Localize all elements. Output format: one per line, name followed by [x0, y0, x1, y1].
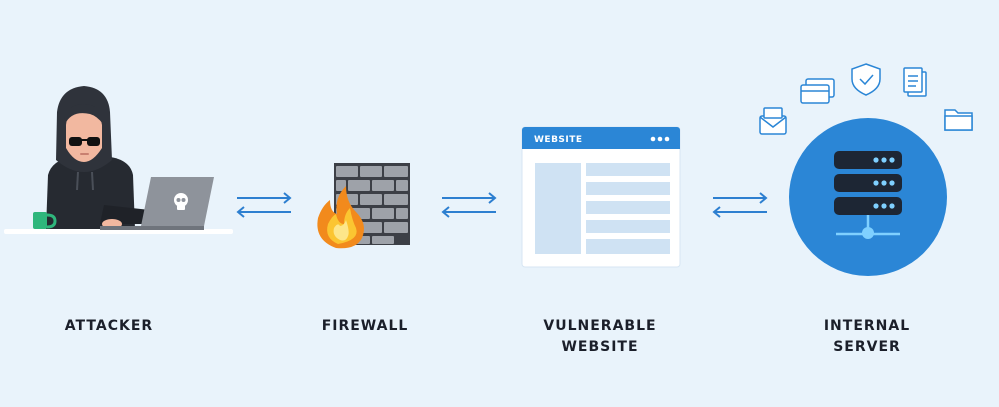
firewall-label: FIREWALL: [322, 316, 409, 337]
desk-surface: [4, 229, 233, 234]
folder-icon: [944, 109, 973, 131]
coffee-mug-icon: [33, 212, 57, 229]
hooded-hacker-icon: [46, 86, 150, 229]
browser-window-title: WEBSITE: [534, 135, 583, 145]
attacker-label-text: ATTACKER: [64, 318, 154, 334]
website-label-line2: WEBSITE: [561, 339, 639, 355]
skull-icon: [174, 193, 188, 210]
laptop-icon: [100, 177, 214, 230]
vulnerable-website-label: VULNERABLE WEBSITE: [543, 316, 656, 358]
fire-icon: [317, 186, 364, 249]
bidirectional-arrow-3: [712, 192, 768, 218]
browser-window-icon: [521, 126, 681, 268]
server-rack-icon: [789, 118, 947, 276]
floating-icons: [759, 63, 973, 135]
attacker-label: ATTACKER: [65, 316, 153, 337]
brick-wall-icon: [334, 163, 410, 245]
server-label-line1: INTERNAL: [823, 318, 911, 334]
firewall-label-text: FIREWALL: [321, 318, 409, 334]
internal-server-label: INTERNAL SERVER: [824, 316, 910, 358]
shield-check-icon: [851, 63, 881, 96]
document-icon: [903, 67, 927, 97]
bidirectional-arrow-2: [441, 192, 497, 218]
bidirectional-arrow-1: [236, 192, 292, 218]
website-label-line1: VULNERABLE: [543, 318, 657, 334]
mail-icon: [759, 107, 787, 135]
credit-card-icon: [800, 78, 835, 104]
server-label-line2: SERVER: [833, 339, 901, 355]
